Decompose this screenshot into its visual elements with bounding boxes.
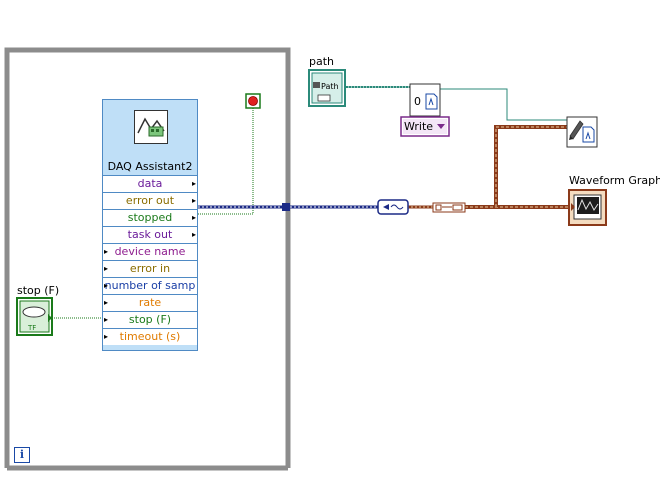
stop-control-label: stop (F) [17, 284, 60, 297]
wire-waveform-array[interactable] [407, 125, 569, 209]
while-loop-frame[interactable] [4, 47, 291, 468]
output-arrow-icon: ▸ [191, 179, 196, 188]
input-arrow-icon: ▸ [104, 332, 109, 341]
daq-terminal-label: rate [138, 296, 162, 309]
daq-terminal-label: error in [129, 262, 171, 275]
daq-terminal-row[interactable]: number of samp▸ [103, 277, 197, 294]
loop-condition-terminal[interactable] [245, 93, 261, 109]
write-mode-label: Write [404, 120, 434, 133]
stop-control-type-glyph: TF [28, 324, 37, 332]
input-arrow-icon: ▸ [104, 264, 109, 273]
convert-from-dynamic-data-node[interactable] [377, 199, 409, 215]
daq-terminal-row[interactable]: rate ▸ [103, 294, 197, 311]
path-control-type-glyph: Path [321, 82, 339, 91]
daq-terminal-label: stop (F) [128, 313, 172, 326]
daq-terminal-label: error out [125, 194, 175, 207]
output-arrow-icon: ▸ [191, 230, 196, 239]
wire-stopped-boolean[interactable] [198, 108, 254, 215]
output-arrow-icon: ▸ [191, 196, 196, 205]
wire-path[interactable] [345, 86, 567, 121]
daq-terminal-row[interactable]: error out ▸ [103, 192, 197, 209]
path-control-label: path [309, 55, 335, 68]
daq-terminal-label: number of samp [104, 279, 196, 292]
input-arrow-icon: ▸ [104, 315, 109, 324]
iteration-terminal: i [14, 447, 30, 463]
daq-terminal-row[interactable]: task out ▸ [103, 226, 197, 243]
write-file-node[interactable] [566, 116, 598, 148]
input-arrow-icon: ▸ [104, 281, 109, 290]
write-mode-enum-constant[interactable] [400, 116, 450, 137]
daq-terminal-row[interactable]: stopped ▸ [103, 209, 197, 226]
daq-terminal-label: task out [127, 228, 173, 241]
open-file-node[interactable] [409, 83, 441, 117]
daq-terminal-row[interactable]: data ▸ [103, 175, 197, 192]
loop-tunnel[interactable] [282, 203, 290, 211]
daq-terminal-label: device name [114, 245, 186, 258]
numeric-constant-value[interactable]: 0 [414, 95, 421, 108]
daq-terminal-label: timeout (s) [119, 330, 181, 343]
output-arrow-icon: ▸ [191, 213, 196, 222]
daq-terminal-row[interactable]: error in ▸ [103, 260, 197, 277]
daq-card-icon [134, 110, 168, 144]
daq-assistant-title: DAQ Assistant2 [107, 160, 193, 173]
waveform-graph-terminal[interactable] [568, 189, 607, 226]
daq-terminal-row[interactable]: stop (F) ▸ [103, 311, 197, 328]
daq-terminal-label: stopped [127, 211, 173, 224]
input-arrow-icon: ▸ [104, 298, 109, 307]
array-function-node[interactable] [432, 202, 466, 213]
daq-terminal-row[interactable]: device name ▸ [103, 243, 197, 260]
waveform-graph-label: Waveform Graph [569, 174, 660, 187]
daq-terminal-row[interactable]: timeout (s) ▸ [103, 328, 197, 345]
daq-terminal-label: data [137, 177, 163, 190]
stop-control-terminal[interactable] [16, 297, 53, 336]
input-arrow-icon: ▸ [104, 247, 109, 256]
path-control-terminal[interactable] [308, 69, 346, 107]
daq-assistant-express-vi[interactable]: DAQ Assistant2 data▸error out▸stopped▸ta… [102, 99, 198, 351]
